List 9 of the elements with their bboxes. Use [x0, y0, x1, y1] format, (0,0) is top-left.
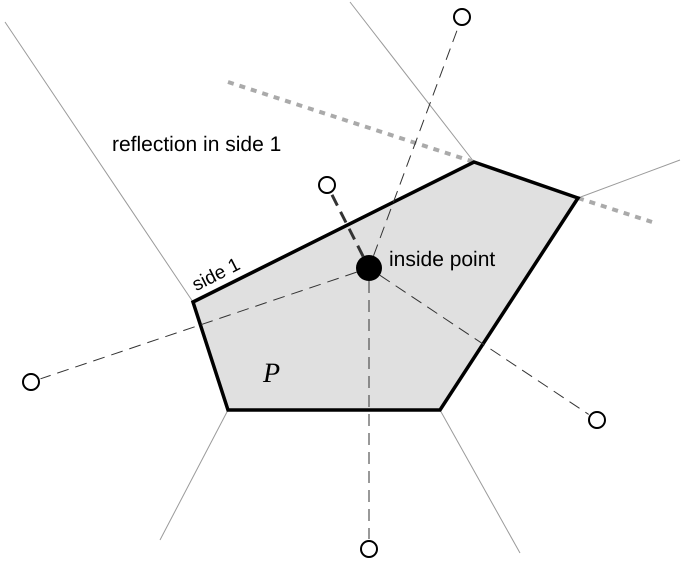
dashed-line [379, 274, 590, 415]
point-label: reflection in side 1 [112, 132, 282, 158]
point-label: inside point [389, 247, 496, 273]
dashed-line [330, 193, 364, 258]
dashed-line [368, 280, 370, 540]
side-label: side 1 [189, 255, 244, 295]
dashed-line [40, 272, 358, 380]
polygon-label: P [263, 360, 280, 388]
polygon [193, 162, 578, 410]
